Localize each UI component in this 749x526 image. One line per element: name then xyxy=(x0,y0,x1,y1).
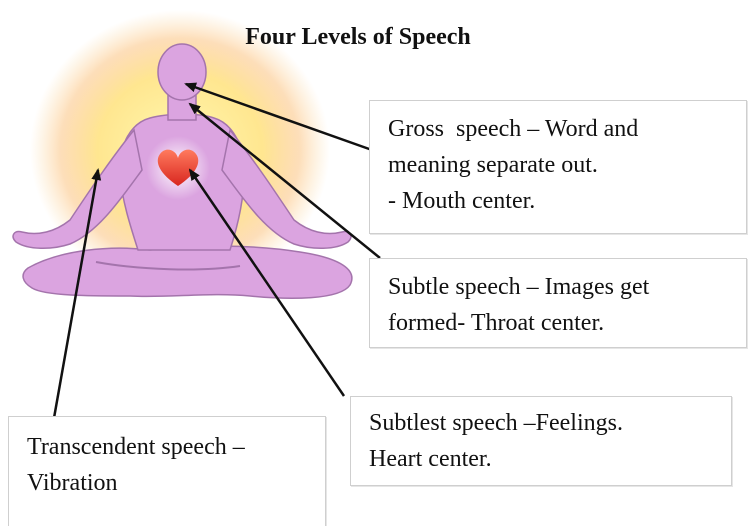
subtle-line-2: formed- Throat center. xyxy=(388,305,746,341)
diagram-title: Four Levels of Speech xyxy=(188,24,528,51)
gross-line-3: - Mouth center. xyxy=(388,183,746,219)
subtlest-speech-label: Subtlest speech –Feelings. Heart center. xyxy=(350,396,732,486)
subtle-speech-label: Subtle speech – Images get formed- Throa… xyxy=(369,258,747,348)
gross-speech-label: Gross speech – Word and meaning separate… xyxy=(369,100,747,234)
transcendent-line-1: Transcendent speech – xyxy=(27,429,325,465)
gross-line-2: meaning separate out. xyxy=(388,147,746,183)
transcendent-speech-label: Transcendent speech – Vibration xyxy=(8,416,326,526)
subtle-line-1: Subtle speech – Images get xyxy=(388,269,746,305)
subtlest-line-1: Subtlest speech –Feelings. xyxy=(369,405,731,441)
transcendent-line-2: Vibration xyxy=(27,465,325,501)
subtlest-line-2: Heart center. xyxy=(369,441,731,477)
gross-line-1: Gross speech – Word and xyxy=(388,111,746,147)
